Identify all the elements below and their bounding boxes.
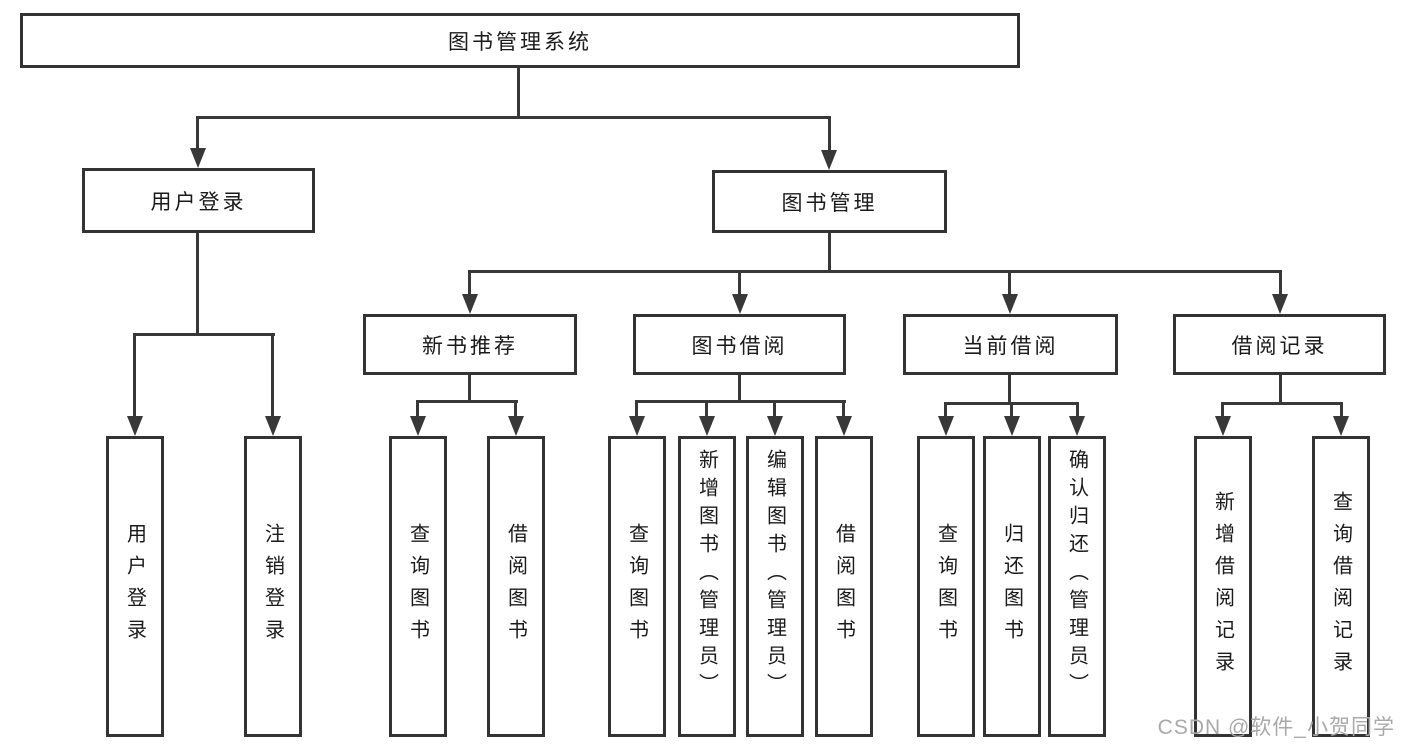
connector-line xyxy=(468,270,1282,273)
arrow-down-icon xyxy=(767,416,783,436)
node-library-management-system: 图书管理系统 xyxy=(20,13,1020,68)
arrow-down-icon xyxy=(938,416,954,436)
arrow-down-icon xyxy=(699,416,715,436)
node-label: 图书借阅 xyxy=(691,334,788,358)
connector-line xyxy=(468,375,471,403)
node-label: 图书管理 xyxy=(781,191,878,215)
connector-line xyxy=(196,116,831,119)
connector-line xyxy=(1279,375,1282,405)
connector-line xyxy=(517,68,520,119)
connector-line xyxy=(196,116,199,150)
arrow-down-icon xyxy=(190,148,206,168)
leaf-query-borrow-record: 查询借阅记录 xyxy=(1312,436,1370,737)
connector-line xyxy=(133,333,136,418)
arrow-down-icon xyxy=(1069,416,1085,436)
arrow-down-icon xyxy=(1215,416,1231,436)
arrow-down-icon xyxy=(629,416,645,436)
node-book-borrowing: 图书借阅 xyxy=(633,314,846,375)
connector-line xyxy=(944,402,947,418)
leaf-add-borrow-record: 新增借阅记录 xyxy=(1194,436,1252,737)
connector-line xyxy=(738,270,741,296)
connector-line xyxy=(1076,402,1079,418)
node-label: 图书管理系统 xyxy=(448,30,592,54)
arrow-down-icon xyxy=(1002,294,1018,314)
connector-line xyxy=(635,400,846,403)
leaf-edit-books-admin: 编辑图书（管理员） xyxy=(746,436,804,737)
arrow-down-icon xyxy=(1004,416,1020,436)
node-book-management: 图书管理 xyxy=(712,170,947,233)
leaf-confirm-return-admin: 确认归还（管理员） xyxy=(1048,436,1106,737)
connector-line xyxy=(773,400,776,418)
arrow-down-icon xyxy=(265,416,281,436)
connector-line xyxy=(1008,270,1011,296)
connector-line xyxy=(133,333,275,336)
arrow-down-icon xyxy=(1333,416,1349,436)
connector-line xyxy=(705,400,708,418)
arrow-down-icon xyxy=(1272,294,1288,314)
connector-line xyxy=(271,333,274,418)
connector-line xyxy=(738,375,741,403)
leaf-user-login: 用户登录 xyxy=(106,436,164,737)
arrow-down-icon xyxy=(821,150,837,170)
leaf-query-books-borrowing: 查询图书 xyxy=(608,436,666,737)
arrow-down-icon xyxy=(732,294,748,314)
node-new-book-recommendation: 新书推荐 xyxy=(363,314,577,375)
leaf-query-books-recommendation: 查询图书 xyxy=(389,436,447,737)
connector-line xyxy=(1010,402,1013,418)
leaf-borrow-books-borrowing: 借阅图书 xyxy=(815,436,873,737)
connector-line xyxy=(196,233,199,336)
node-user-login: 用户登录 xyxy=(82,168,315,233)
csdn-watermark: CSDN @软件_小贺同学 xyxy=(1157,716,1395,739)
node-label: 新书推荐 xyxy=(422,334,518,358)
connector-line xyxy=(1221,402,1343,405)
arrow-down-icon xyxy=(836,416,852,436)
node-current-borrowing: 当前借阅 xyxy=(903,314,1118,375)
arrow-down-icon xyxy=(127,416,143,436)
arrow-down-icon xyxy=(462,294,478,314)
leaf-return-books: 归还图书 xyxy=(983,436,1041,737)
leaf-borrow-books-recommendation: 借阅图书 xyxy=(487,436,545,737)
connector-line xyxy=(1340,402,1343,418)
connector-line xyxy=(828,116,831,152)
node-label: 借阅记录 xyxy=(1231,334,1328,358)
connector-line xyxy=(468,270,471,296)
connector-line xyxy=(1279,270,1282,296)
connector-line xyxy=(635,400,638,418)
node-label: 用户登录 xyxy=(150,190,247,214)
connector-line xyxy=(842,400,845,418)
leaf-logout: 注销登录 xyxy=(244,436,302,737)
node-borrowing-records: 借阅记录 xyxy=(1173,314,1386,375)
node-label: 当前借阅 xyxy=(962,334,1059,358)
connector-line xyxy=(828,233,831,273)
arrow-down-icon xyxy=(410,416,426,436)
connector-line xyxy=(1008,375,1011,405)
leaf-query-books-current: 查询图书 xyxy=(917,436,975,737)
connector-line xyxy=(514,400,517,418)
arrow-down-icon xyxy=(508,416,524,436)
leaf-add-books-admin: 新增图书（管理员） xyxy=(678,436,736,737)
connector-line xyxy=(416,400,518,403)
connector-line xyxy=(416,400,419,418)
connector-line xyxy=(1221,402,1224,418)
